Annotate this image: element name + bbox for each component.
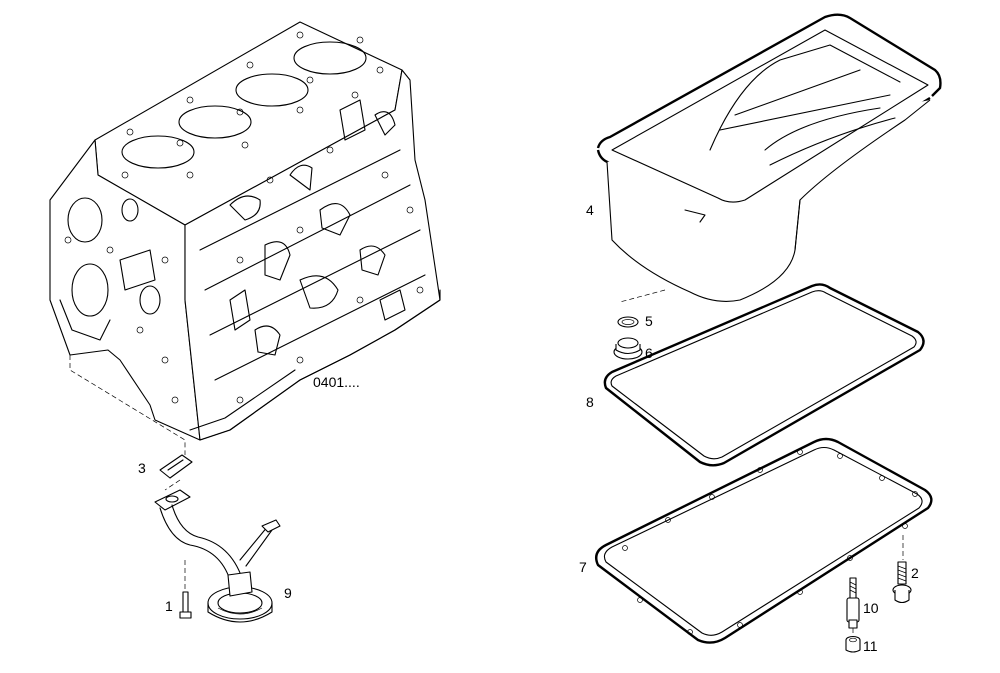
callout-5: 5 [645, 313, 653, 329]
callout-1: 1 [165, 598, 173, 614]
callout-10: 10 [863, 600, 879, 616]
part-7-frame [595, 437, 933, 644]
part-1-bolt [179, 591, 192, 619]
part-5-o-ring [617, 316, 639, 328]
part-9-oil-pickup [154, 489, 281, 623]
alignment-lines-left [69, 355, 186, 592]
engine-block [49, 21, 441, 441]
callout-6: 6 [645, 345, 653, 361]
part-10-stud [846, 577, 860, 636]
callout-9: 9 [284, 585, 292, 601]
part-4-oil-sump [596, 13, 942, 303]
callout-4: 4 [586, 202, 594, 218]
reference-label-0401: 0401.... [313, 374, 360, 390]
callout-11: 11 [863, 638, 878, 654]
part-2-bolt [892, 561, 912, 604]
part-6-drain-plug [613, 337, 643, 360]
callout-3: 3 [138, 460, 146, 476]
part-11-nut [845, 635, 861, 653]
callout-7: 7 [579, 559, 587, 575]
callout-8: 8 [586, 394, 594, 410]
callout-2: 2 [911, 565, 919, 581]
part-3-gasket [159, 454, 193, 479]
part-8-sump-gasket [603, 283, 925, 467]
